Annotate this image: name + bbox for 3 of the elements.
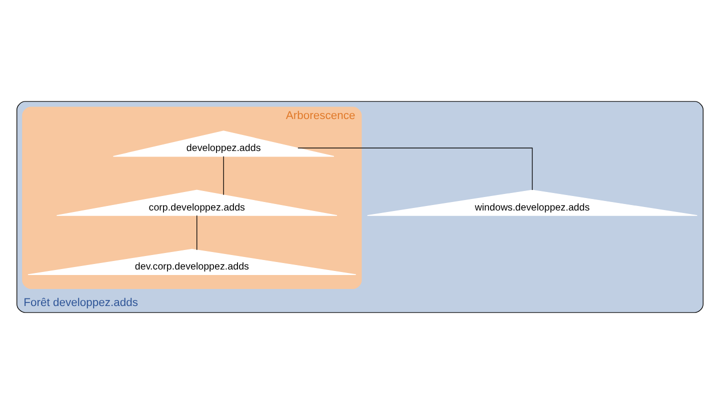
connector <box>298 148 533 190</box>
connector <box>196 215 198 250</box>
connector <box>223 156 224 196</box>
